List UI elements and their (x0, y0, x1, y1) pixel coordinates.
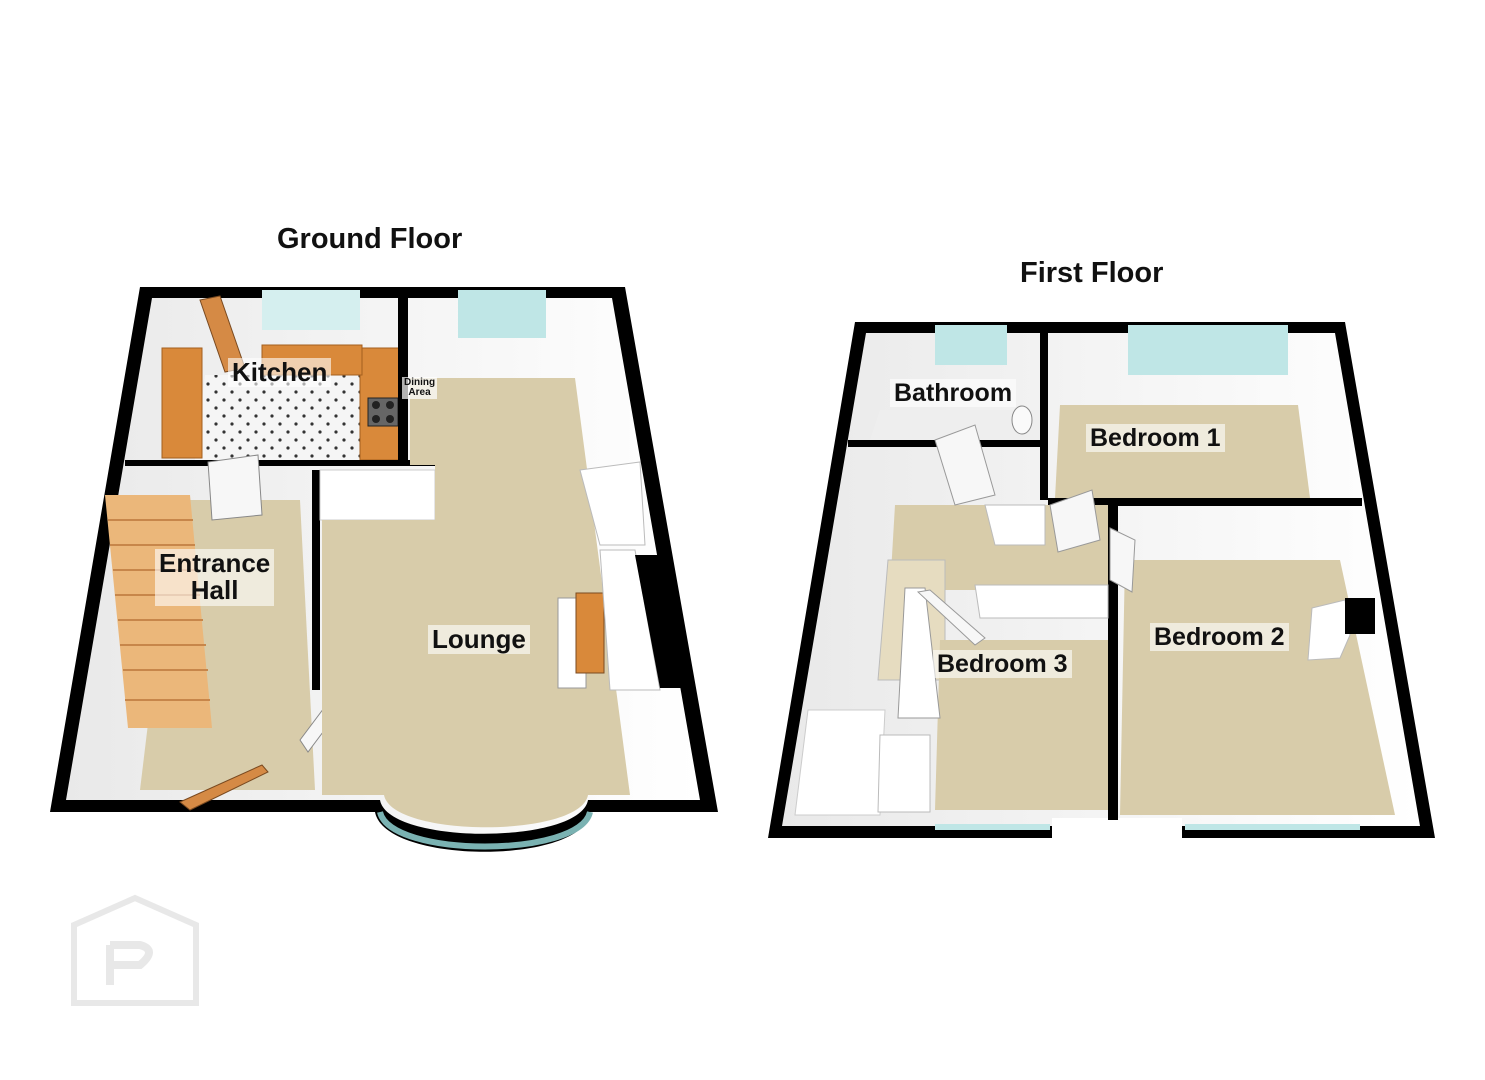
bathroom-window (935, 325, 1007, 365)
first-floor-title: First Floor (1020, 257, 1164, 289)
bedroom-1-label: Bedroom 1 (1086, 424, 1225, 453)
bedroom-3-wardrobe (897, 587, 941, 719)
bedroom-2-window (1185, 824, 1360, 830)
lounge-alcove (579, 461, 646, 546)
entrance-hall-label: Entrance Hall (155, 548, 275, 606)
hall-lounge-wall (312, 470, 320, 690)
kitchen-worktop-left (161, 347, 203, 459)
kitchen-hob (367, 397, 399, 427)
airing-cupboard (984, 504, 1046, 546)
chimney-breast (599, 549, 661, 691)
kitchen-label: Kitchen (228, 358, 332, 388)
bedroom-3-window (935, 824, 1050, 830)
fireplace-surround (575, 592, 605, 674)
kitchen-window (262, 290, 360, 330)
kitchen-floor (195, 375, 400, 460)
bedroom-1-window (1128, 325, 1288, 375)
front-door (179, 764, 269, 811)
bedroom-2-cupboard (1307, 599, 1351, 661)
entrance-hall-label-line2: Hall (190, 575, 239, 606)
bedroom-3-floor (935, 640, 1108, 810)
kitchen-hall-wall (125, 460, 435, 466)
bedroom-3-label: Bedroom 3 (933, 650, 1072, 679)
bedroom-1-door (1049, 489, 1101, 553)
lounge-floor (322, 378, 630, 828)
bedroom-3-storage (794, 709, 886, 816)
watermark-logo (71, 894, 199, 1006)
dining-area-label-line1: Dining (404, 377, 436, 388)
first-floor-plan (768, 322, 1435, 838)
bay-window (377, 810, 593, 850)
toilet-icon (1011, 405, 1033, 435)
hall-kitchen-door (207, 454, 263, 521)
ground-floor-plan (50, 287, 718, 852)
bedroom-2-door (1109, 527, 1136, 593)
bathroom-label: Bathroom (890, 379, 1017, 408)
entrance-hall-label-line1: Entrance (159, 548, 271, 578)
dining-area-label-line2: Area (408, 387, 431, 398)
bedroom-2-label: Bedroom 2 (1150, 623, 1289, 652)
bedroom-3-door (916, 589, 986, 646)
bathroom-door (934, 424, 996, 506)
ground-floor-title: Ground Floor (277, 223, 463, 255)
dining-area-label: Dining Area (402, 377, 438, 399)
kitchen-lounge-wall (398, 290, 408, 462)
bathroom-floor (870, 410, 1040, 440)
lounge-window (458, 290, 546, 338)
lounge-label: Lounge (428, 625, 530, 655)
